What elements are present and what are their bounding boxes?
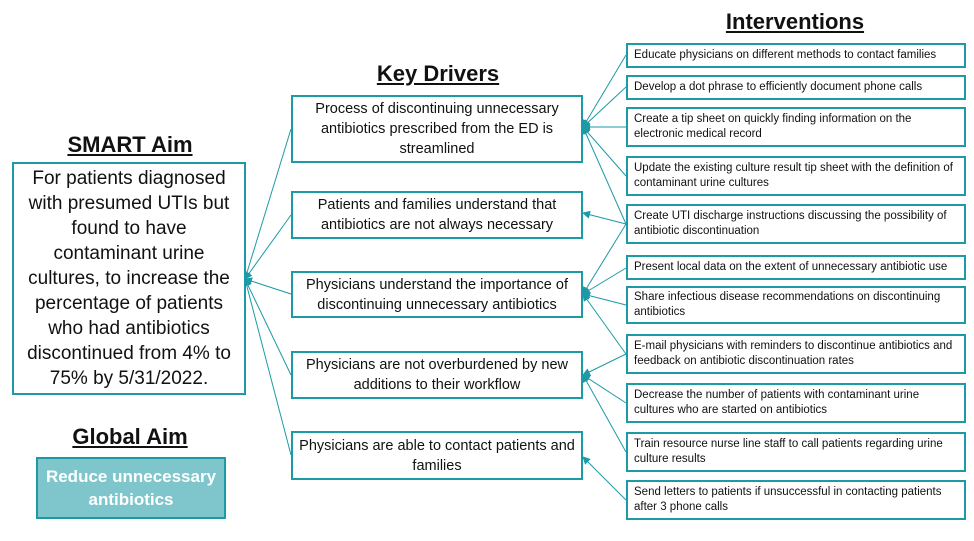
connector-aim-driver-5 bbox=[242, 278, 292, 456]
intervention-box: Educate physicians on different methods … bbox=[626, 43, 966, 68]
connector-int6-drv3 bbox=[582, 267, 627, 295]
key-driver-box: Physicians are able to contact patients … bbox=[291, 431, 583, 480]
connector-int8-drv3 bbox=[582, 293, 627, 355]
intervention-box: Present local data on the extent of unne… bbox=[626, 255, 966, 280]
connector-int9-drv4 bbox=[582, 374, 627, 404]
connector-aim-driver-4 bbox=[244, 278, 292, 376]
smart-aim-box: For patients diagnosed with presumed UTI… bbox=[12, 162, 246, 395]
global-aim-heading: Global Aim bbox=[72, 424, 188, 449]
connector-int10-drv4 bbox=[582, 374, 627, 453]
global-aim-text: Reduce unnecessary antibiotics bbox=[45, 467, 217, 509]
intervention-text: Share infectious disease recommendations… bbox=[634, 291, 941, 318]
connector-int2-drv1 bbox=[582, 86, 627, 128]
key-driver-text: Physicians are not overburdened by new a… bbox=[306, 357, 568, 393]
intervention-text: Decrease the number of patients with con… bbox=[634, 389, 920, 416]
connector-int8-drv4 bbox=[582, 353, 627, 376]
key-driver-box: Process of discontinuing unnecessary ant… bbox=[291, 95, 583, 163]
connector-int4-drv1 bbox=[582, 126, 627, 177]
key-driver-box: Patients and families understand that an… bbox=[291, 191, 583, 239]
intervention-box: Create a tip sheet on quickly finding in… bbox=[626, 107, 966, 147]
key-driver-text: Patients and families understand that an… bbox=[317, 197, 557, 233]
connector-int5-drv1 bbox=[582, 126, 627, 225]
intervention-text: Update the existing culture result tip s… bbox=[634, 162, 953, 189]
intervention-box: E-mail physicians with reminders to disc… bbox=[626, 334, 966, 374]
global-aim-box: Reduce unnecessary antibiotics bbox=[36, 457, 226, 519]
key-driver-text: Process of discontinuing unnecessary ant… bbox=[315, 101, 559, 157]
intervention-box: Decrease the number of patients with con… bbox=[626, 383, 966, 423]
intervention-box: Create UTI discharge instructions discus… bbox=[626, 204, 966, 244]
connector-int11-drv5 bbox=[582, 456, 627, 501]
intervention-box: Update the existing culture result tip s… bbox=[626, 156, 966, 196]
intervention-box: Share infectious disease recommendations… bbox=[626, 286, 966, 324]
key-driver-text: Physicians understand the importance of … bbox=[306, 276, 568, 313]
intervention-text: E-mail physicians with reminders to disc… bbox=[634, 340, 953, 367]
key-drivers-heading: Key Drivers bbox=[376, 61, 500, 86]
intervention-text: Educate physicians on different methods … bbox=[634, 49, 937, 61]
connector-int5-drv2 bbox=[582, 210, 627, 225]
intervention-box: Send letters to patients if unsuccessful… bbox=[626, 480, 966, 520]
intervention-text: Create UTI discharge instructions discus… bbox=[634, 210, 947, 237]
interventions-heading: Interventions bbox=[725, 9, 865, 34]
intervention-box: Train resource nurse line staff to call … bbox=[626, 432, 966, 472]
intervention-text: Develop a dot phrase to efficiently docu… bbox=[634, 81, 923, 93]
key-driver-box: Physicians understand the importance of … bbox=[291, 271, 583, 318]
intervention-text: Present local data on the extent of unne… bbox=[634, 261, 948, 273]
smart-aim-text: For patients diagnosed with presumed UTI… bbox=[27, 168, 231, 389]
connector-aim-driver-3 bbox=[244, 277, 292, 295]
intervention-text: Create a tip sheet on quickly finding in… bbox=[634, 113, 912, 140]
connector-aim-driver-2 bbox=[244, 214, 292, 280]
intervention-text: Send letters to patients if unsuccessful… bbox=[634, 486, 942, 513]
key-driver-text: Physicians are able to contact patients … bbox=[299, 437, 575, 474]
connector-int5-drv3 bbox=[582, 223, 627, 295]
smart-aim-heading: SMART Aim bbox=[67, 132, 193, 157]
connector-int1-drv1 bbox=[582, 54, 627, 128]
intervention-text: Train resource nurse line staff to call … bbox=[634, 438, 943, 465]
key-driver-box: Physicians are not overburdened by new a… bbox=[291, 351, 583, 399]
connector-aim-driver-1 bbox=[243, 128, 292, 280]
intervention-box: Develop a dot phrase to efficiently docu… bbox=[626, 75, 966, 100]
